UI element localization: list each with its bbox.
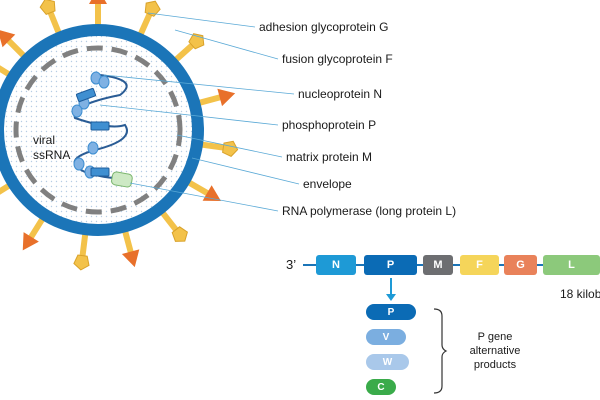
fusion-glycoprotein-spike xyxy=(0,30,28,60)
nucleocapsid xyxy=(71,71,133,188)
p-products-caption-line2: alternative xyxy=(469,345,521,357)
products-bracket xyxy=(433,308,448,394)
adhesion-glycoprotein-spike xyxy=(0,182,13,195)
product-p: P xyxy=(366,304,416,320)
label-nucleoprotein-n: nucleoprotein N xyxy=(298,87,383,101)
fusion-glycoprotein-spike xyxy=(195,88,236,107)
label-fusion-glycoprotein-f: fusion glycoprotein F xyxy=(282,52,393,66)
label-phosphoprotein-p: phosphoprotein P xyxy=(282,118,377,132)
label-envelope: envelope xyxy=(303,177,352,191)
p-products-caption-line3: products xyxy=(473,359,517,371)
fusion-glycoprotein-spike xyxy=(185,179,221,201)
fusion-glycoprotein-spike xyxy=(22,215,46,251)
fusion-glycoprotein-spike xyxy=(0,65,13,78)
surface-glycoproteins xyxy=(0,0,239,271)
adhesion-glycoprotein-spike xyxy=(172,33,205,64)
product-v: V xyxy=(366,329,406,345)
label-rna-polymerase: RNA polymerase (long protein L) xyxy=(282,204,457,218)
adhesion-glycoprotein-spike xyxy=(39,0,63,37)
gene-l: L xyxy=(543,255,600,275)
matrix-layer xyxy=(13,45,183,215)
product-c: C xyxy=(366,379,396,395)
viral-ssrna-label: viral ssRNA xyxy=(33,133,70,163)
fusion-glycoprotein-spike xyxy=(121,227,140,268)
gene-f: F xyxy=(460,255,499,275)
product-w: W xyxy=(366,354,409,370)
gene-m: M xyxy=(423,255,453,275)
adhesion-glycoprotein-spike xyxy=(159,208,188,242)
label-adhesion-glycoprotein-g: adhesion glycoprotein G xyxy=(259,20,389,34)
viral-ssrna-line1: viral xyxy=(33,133,56,147)
p-gene-arrow xyxy=(386,278,396,301)
gene-p: P xyxy=(364,255,417,275)
adhesion-glycoprotein-spike xyxy=(137,0,161,38)
genome-size-label: 18 kilob xyxy=(560,287,600,301)
genome-3prime-end: 3’ xyxy=(286,257,297,272)
p-products-caption-line1: P gene xyxy=(477,331,513,343)
fusion-glycoprotein-spike xyxy=(89,0,107,29)
leader-lines xyxy=(99,12,300,212)
label-matrix-protein-m: matrix protein M xyxy=(286,150,373,164)
gene-g: G xyxy=(504,255,537,275)
p-products-caption: P gene alternative products xyxy=(450,330,540,372)
viral-ssrna-line2: ssRNA xyxy=(33,148,71,162)
gene-n: N xyxy=(316,255,356,275)
adhesion-glycoprotein-spike xyxy=(73,230,90,271)
